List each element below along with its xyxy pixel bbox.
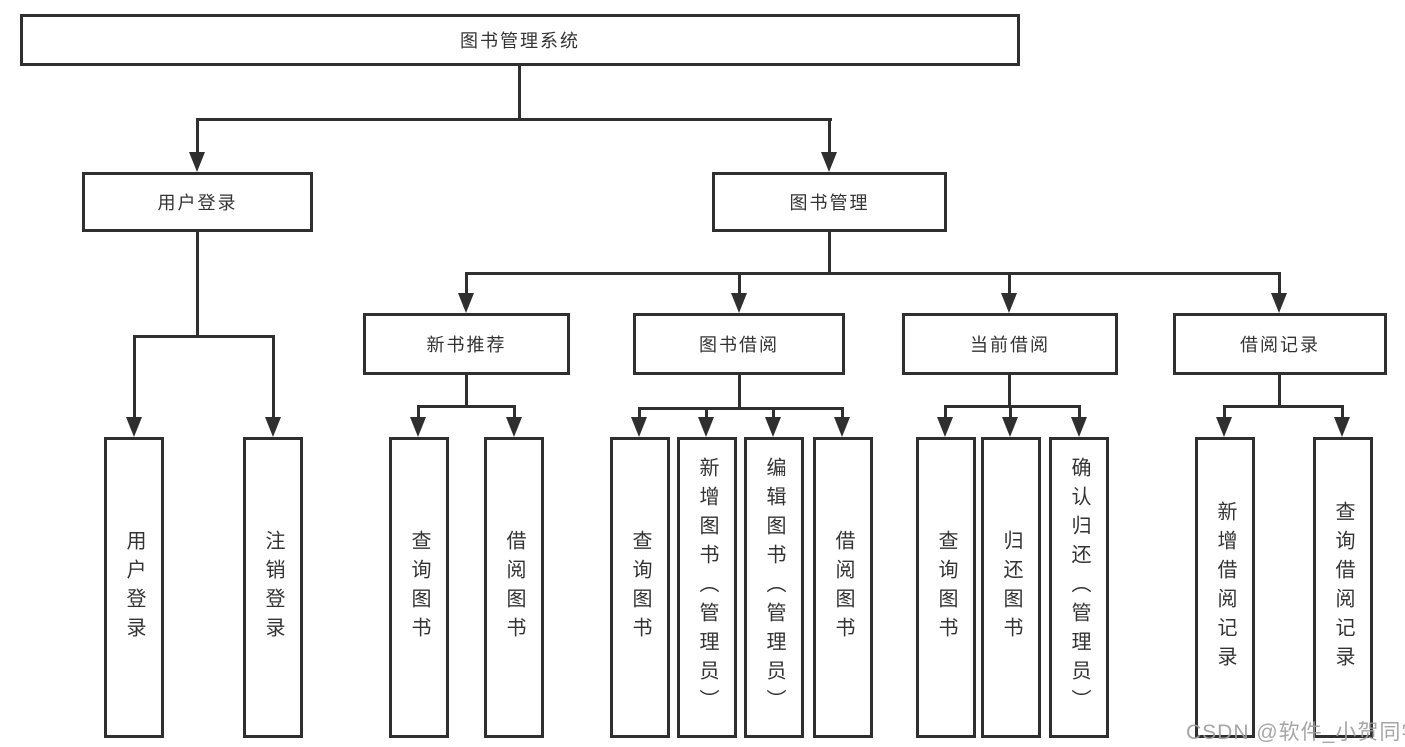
connector-line: [465, 272, 1281, 275]
node-book-borrowing: 图书借阅: [633, 313, 845, 375]
leaf-label: 查询图书: [408, 529, 430, 646]
arrowhead-down-icon: [834, 417, 850, 437]
leaf-label: 归还图书: [1000, 529, 1022, 646]
arrowhead-down-icon: [731, 293, 747, 313]
leaf-query-books-1: 查询图书: [389, 437, 449, 738]
connector-line: [417, 405, 516, 408]
node-borrowing-records-label: 借阅记录: [1240, 335, 1320, 355]
leaf-label: 查询图书: [935, 529, 957, 646]
leaf-borrow-books-1: 借阅图书: [484, 437, 544, 738]
connector-line: [196, 118, 199, 154]
connector-line: [465, 375, 468, 408]
node-new-book-recommend: 新书推荐: [363, 313, 570, 375]
connector-line: [828, 118, 831, 154]
arrowhead-down-icon: [821, 152, 837, 172]
csdn-watermark: CSDN @软件_小贺同学: [1186, 721, 1405, 744]
connector-line: [465, 272, 468, 295]
node-new-book-recommend-label: 新书推荐: [426, 335, 507, 355]
leaf-label: 注销登录: [262, 529, 284, 646]
connector-line: [133, 335, 136, 419]
connector-line: [944, 405, 1081, 408]
node-book-management: 图书管理: [712, 172, 947, 232]
leaf-add-books-admin: 新增图书（管理员）: [677, 437, 737, 738]
connector-line: [1278, 272, 1281, 295]
arrowhead-down-icon: [410, 417, 426, 437]
leaf-query-books-2: 查询图书: [610, 437, 670, 738]
arrowhead-down-icon: [126, 417, 142, 437]
leaf-label: 编辑图书（管理员）: [763, 457, 785, 718]
node-borrowing-records: 借阅记录: [1173, 313, 1387, 375]
node-current-borrowing-label: 当前借阅: [970, 335, 1050, 355]
arrowhead-down-icon: [506, 417, 522, 437]
leaf-label: 查询图书: [629, 529, 651, 646]
node-book-borrowing-label: 图书借阅: [699, 335, 779, 355]
leaf-add-borrow-record: 新增借阅记录: [1195, 437, 1255, 738]
connector-line: [196, 118, 832, 121]
leaf-query-borrow-record: 查询借阅记录: [1313, 437, 1373, 738]
leaf-label: 新增借阅记录: [1214, 500, 1236, 675]
connector-line: [1008, 272, 1011, 295]
connector-line: [1341, 405, 1344, 419]
leaf-confirm-return-admin: 确认归还（管理员）: [1049, 437, 1109, 738]
arrowhead-down-icon: [1216, 417, 1232, 437]
node-book-management-label: 图书管理: [789, 193, 870, 213]
arrowhead-down-icon: [698, 417, 714, 437]
leaf-borrow-books-2: 借阅图书: [813, 437, 873, 738]
connector-line: [1223, 405, 1344, 408]
leaf-label: 用户登录: [123, 529, 145, 646]
leaf-query-books-3: 查询图书: [916, 437, 976, 738]
connector-line: [1223, 405, 1226, 419]
arrowhead-down-icon: [1001, 293, 1017, 313]
connector-line: [513, 405, 516, 419]
leaf-label: 确认归还（管理员）: [1068, 457, 1090, 718]
arrowhead-down-icon: [189, 152, 205, 172]
connector-line: [518, 65, 521, 120]
node-user-login-label: 用户登录: [157, 193, 238, 213]
connector-line: [828, 232, 831, 275]
connector-line: [638, 407, 844, 410]
connector-line: [133, 335, 275, 338]
arrowhead-down-icon: [458, 293, 474, 313]
node-current-borrowing: 当前借阅: [902, 313, 1118, 375]
arrowhead-down-icon: [937, 417, 953, 437]
connector-line: [1278, 375, 1281, 408]
connector-line: [738, 375, 741, 410]
connector-line: [272, 335, 275, 419]
leaf-label: 借阅图书: [832, 529, 854, 646]
leaf-user-login: 用户登录: [104, 437, 164, 738]
arrowhead-down-icon: [1071, 417, 1087, 437]
leaf-logout: 注销登录: [243, 437, 303, 738]
arrowhead-down-icon: [765, 417, 781, 437]
connector-line: [1008, 375, 1011, 408]
node-user-login: 用户登录: [82, 172, 313, 232]
arrowhead-down-icon: [631, 417, 647, 437]
connector-line: [944, 405, 947, 419]
connector-line: [772, 407, 775, 419]
connector-line: [417, 405, 420, 419]
leaf-return-books: 归还图书: [981, 437, 1041, 738]
arrowhead-down-icon: [1334, 417, 1350, 437]
node-root-label: 图书管理系统: [460, 31, 580, 51]
connector-line: [638, 407, 641, 419]
connector-line: [1078, 405, 1081, 419]
connector-line: [738, 272, 741, 295]
leaf-label: 借阅图书: [503, 529, 525, 646]
leaf-label: 新增图书（管理员）: [696, 457, 718, 718]
connector-line: [1009, 405, 1012, 419]
connector-line: [705, 407, 708, 419]
arrowhead-down-icon: [1002, 417, 1018, 437]
arrowhead-down-icon: [265, 417, 281, 437]
connector-line: [841, 407, 844, 419]
leaf-edit-books-admin: 编辑图书（管理员）: [744, 437, 804, 738]
connector-line: [196, 232, 199, 338]
arrowhead-down-icon: [1271, 293, 1287, 313]
leaf-label: 查询借阅记录: [1332, 500, 1354, 675]
node-root: 图书管理系统: [20, 14, 1020, 66]
